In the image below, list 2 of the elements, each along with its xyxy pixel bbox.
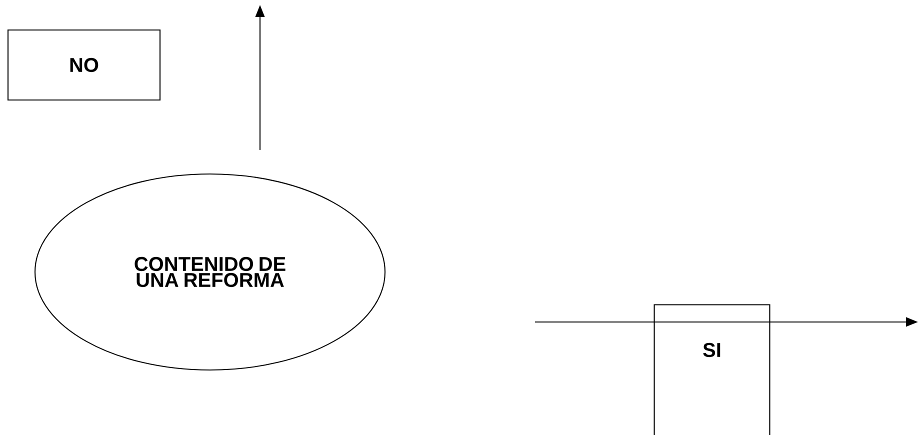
- answer-box: NO: [7, 29, 161, 101]
- answer-box: SI: [654, 304, 770, 435]
